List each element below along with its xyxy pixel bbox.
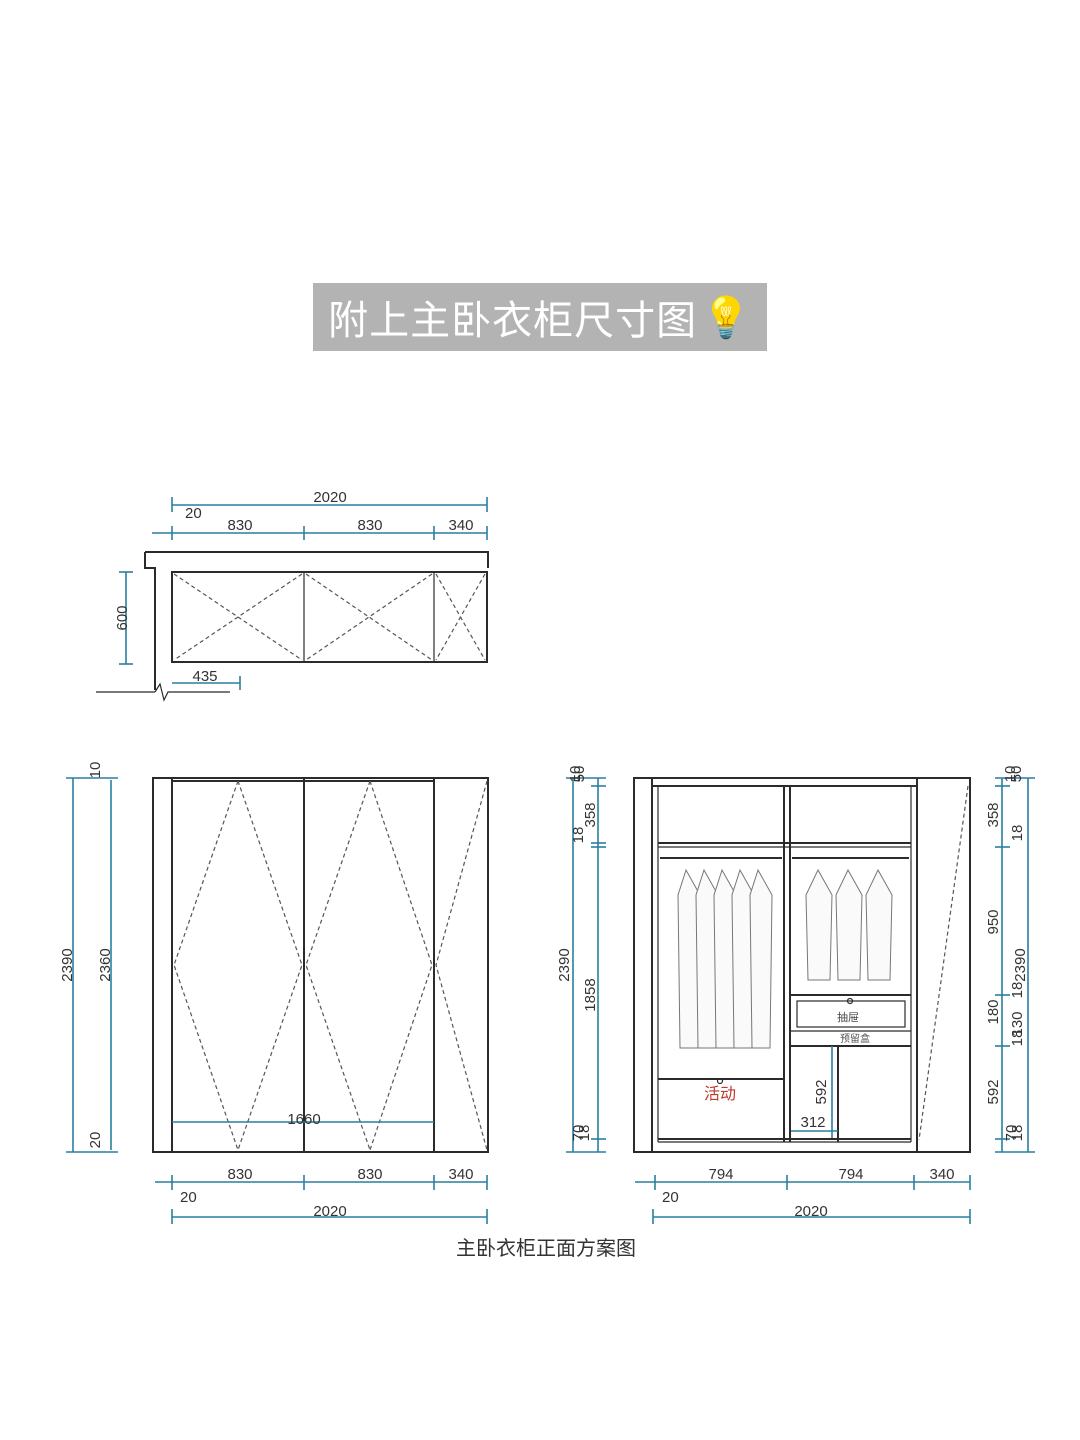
int-right-18b: 18 <box>1009 982 1026 999</box>
int-bay-3-label: 340 <box>929 1166 954 1183</box>
int-left-10: 10 <box>567 766 584 783</box>
plan-bay-3-label: 340 <box>448 517 473 534</box>
int-bay-1-label: 794 <box>708 1166 733 1183</box>
int-left-18b: 18 <box>576 1125 593 1142</box>
plan-side-label: 435 <box>192 668 217 685</box>
int-left-2390: 2390 <box>556 948 573 981</box>
front-bay-2-label: 830 <box>357 1166 382 1183</box>
front-bay-3-label: 340 <box>448 1166 473 1183</box>
front-bottom-label: 20 <box>87 1132 104 1149</box>
front-top-label: 10 <box>87 762 104 779</box>
long-clothes-illustration <box>677 868 773 1049</box>
int-right-592: 592 <box>985 1079 1002 1104</box>
light-bulb-icon: 💡 <box>701 294 752 341</box>
int-right-70: 70 <box>1003 1125 1020 1142</box>
int-offset-label: 20 <box>662 1189 679 1206</box>
title-banner: 附上主卧衣柜尺寸图 💡 <box>313 283 767 351</box>
int-right-2390: 2390 <box>1012 948 1029 981</box>
int-overall-label: 2020 <box>794 1203 827 1220</box>
plan-depth-label: 600 <box>114 605 131 630</box>
int-right-18d: 18 <box>1009 1125 1026 1142</box>
plan-bay-2-label: 830 <box>357 517 382 534</box>
front-overall-label: 2020 <box>313 1203 346 1220</box>
int-right-10: 10 <box>1002 766 1019 783</box>
front-inner-width-label: 1660 <box>287 1111 320 1128</box>
interior-inner-592-label: 592 <box>813 1079 830 1104</box>
reserved-box-label: 预留盒 <box>840 1032 870 1045</box>
interior-view: 抽屉 预留盒 活动 312 592 10 50 358 18 2390 1858 <box>556 766 1035 1224</box>
front-height-inner-label: 2360 <box>97 948 114 981</box>
front-bay-1-label: 830 <box>227 1166 252 1183</box>
int-left-70: 70 <box>570 1125 587 1142</box>
int-right-18c: 18 <box>1009 1030 1026 1047</box>
int-right-180: 180 <box>985 999 1002 1024</box>
int-left-50: 50 <box>571 766 588 783</box>
banner-title: 附上主卧衣柜尺寸图 <box>328 298 698 344</box>
int-right-130: 130 <box>1009 1011 1026 1036</box>
front-offset-label: 20 <box>180 1189 197 1206</box>
int-right-18a: 18 <box>1009 825 1026 842</box>
int-right-358: 358 <box>985 802 1002 827</box>
interior-inner-312-label: 312 <box>800 1114 825 1131</box>
int-left-18a: 18 <box>570 827 587 844</box>
int-left-1858: 1858 <box>582 978 599 1011</box>
drawer-label: 抽屉 <box>837 1010 859 1024</box>
plan-offset-label: 20 <box>185 505 202 522</box>
front-view: 2390 2360 10 20 1660 830 830 340 20 2020 <box>59 762 489 1224</box>
plan-overall-label: 2020 <box>313 489 346 506</box>
int-right-950: 950 <box>985 909 1002 934</box>
plan-view: 2020 20 830 830 340 600 435 <box>96 489 489 702</box>
drawing-caption: 主卧衣柜正面方案图 <box>456 1236 636 1260</box>
plan-bay-1-label: 830 <box>227 517 252 534</box>
int-right-50: 50 <box>1008 766 1025 783</box>
int-bay-2-label: 794 <box>838 1166 863 1183</box>
front-height-outer-label: 2390 <box>59 948 76 981</box>
short-clothes-illustration <box>805 868 893 981</box>
int-left-358: 358 <box>582 802 599 827</box>
movable-shelf-label: 活动 <box>704 1084 736 1103</box>
